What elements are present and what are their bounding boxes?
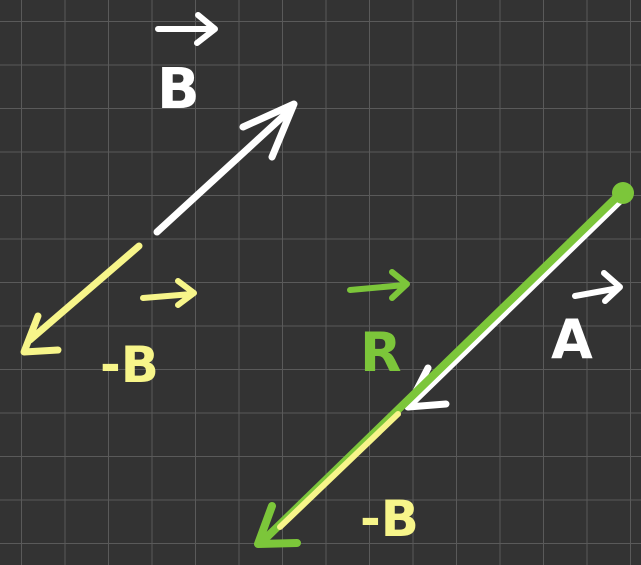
label-b-over-arrow <box>155 12 218 46</box>
vector-r-start-dot <box>612 182 634 204</box>
label-a: A <box>551 308 593 371</box>
vector-b-shaft <box>153 106 294 236</box>
label-r-over-arrow <box>347 269 410 301</box>
label-r: R <box>360 321 402 384</box>
label-a-over-arrow <box>572 270 623 304</box>
vector-neg-b-left-shaft <box>26 242 143 344</box>
vector-neg-b-bottom-shaft <box>277 411 401 530</box>
label-b: B <box>157 57 200 122</box>
vector-a-shaft <box>406 196 625 409</box>
label-neg-b-left-over-arrow <box>140 278 197 308</box>
vector-a-arrowhead <box>404 364 450 411</box>
label-neg-b-left: -B <box>100 336 159 394</box>
vector-neg-b-left-arrowhead <box>20 312 62 356</box>
vector-b-arrowhead <box>239 100 298 161</box>
vector-r-arrowhead <box>254 502 301 548</box>
label-neg-b-bottom: -B <box>360 490 419 548</box>
